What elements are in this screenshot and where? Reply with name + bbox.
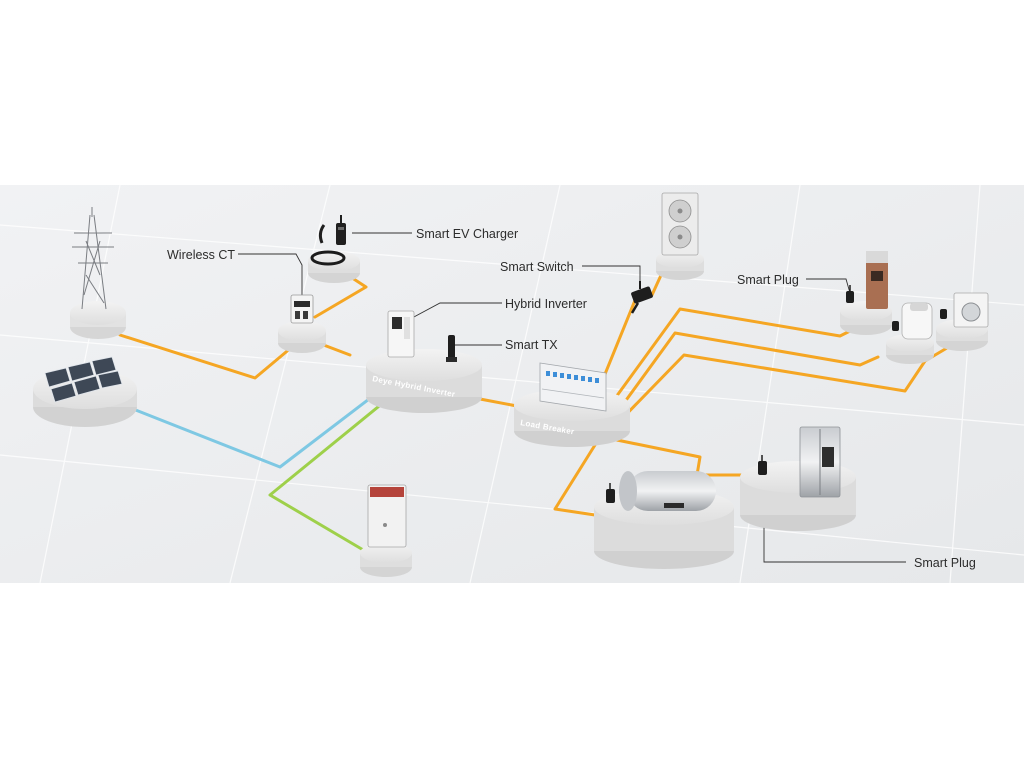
load-breaker-icon [539,362,607,412]
dehumidifier-icon [886,302,934,364]
label-smart-switch: Smart Switch [500,260,574,274]
blue-line-pv [126,381,392,469]
label-wireless-ct: Wireless CT [167,248,236,262]
energy-system-diagram: Deye Hybrid Inverter Load Breaker [0,185,1024,583]
washing-machine-icon [936,292,989,351]
label-hybrid-inverter: Hybrid Inverter [505,297,587,311]
label-smart-ev-charger: Smart EV Charger [416,227,519,241]
smart-plug-icon [846,285,854,303]
hybrid-inverter-icon [387,310,415,358]
label-smart-tx: Smart TX [505,338,558,352]
orange-power-lines [118,268,954,517]
ev-charger-icon [308,215,360,283]
inverter-platform: Deye Hybrid Inverter [366,349,482,413]
refrigerator-icon [740,426,856,531]
smart-tx-antenna-icon [446,335,457,362]
green-line-battery [268,383,407,553]
solar-panel-icon [33,356,137,427]
outdoor-ac-unit-icon [656,192,704,280]
smart-switch-icon [630,281,653,314]
transmission-tower-icon [70,207,126,339]
ct-meter-icon [278,294,326,353]
label-smart-plug-bottom: Smart Plug [914,556,976,570]
label-smart-plug-top: Smart Plug [737,273,799,287]
battery-icon [360,484,412,577]
water-heater-icon [594,471,734,569]
water-dispenser-icon [840,251,892,335]
connection-lines [118,268,954,553]
